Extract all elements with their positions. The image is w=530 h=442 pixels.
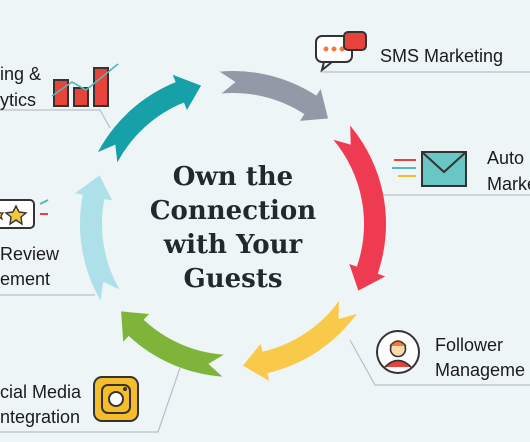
social-label-line2: ntegration (0, 407, 81, 427)
center-title-line: Own the (172, 162, 294, 192)
social-connector-line (0, 367, 181, 433)
center-title: Own the Connection with Your Guests (133, 160, 333, 296)
follower-connector-line (349, 339, 530, 386)
reporting-connector-line (0, 109, 111, 129)
reporting-label-line1: ing & (0, 64, 42, 84)
ring-arrow-left (74, 175, 120, 301)
cycle-ring (74, 71, 386, 381)
follower-label-line1: Follower (435, 335, 504, 355)
ring-arrow-bottom-left (121, 311, 224, 377)
user-avatar-icon (376, 330, 420, 374)
ring-arrow-top-left (97, 74, 202, 163)
instagram-icon (93, 376, 139, 422)
review-label-line2: ement (0, 269, 51, 289)
bar-chart-icon (51, 63, 119, 107)
ring-arrow-right (333, 125, 386, 291)
automated-label-line2: Marke (487, 174, 530, 194)
review-label-line1: Review (0, 244, 60, 264)
chat-bubble-icon (315, 31, 367, 73)
ring-arrow-top (219, 71, 329, 121)
center-title-line: Connection (149, 196, 317, 226)
envelope-icon (392, 151, 467, 187)
center-title-line: with Your (163, 230, 303, 260)
automated-label-line1: Auto (487, 148, 525, 168)
sms-marketing-label: SMS Marketing (380, 46, 504, 66)
ring-arrow-bottom-right (242, 300, 357, 381)
star-rating-icon (0, 199, 49, 229)
follower-label-line2: Manageme (435, 360, 526, 380)
center-title-line: Guests (183, 264, 283, 294)
social-label-line1: cial Media (0, 382, 82, 402)
reporting-label-line2: ytics (0, 90, 36, 110)
